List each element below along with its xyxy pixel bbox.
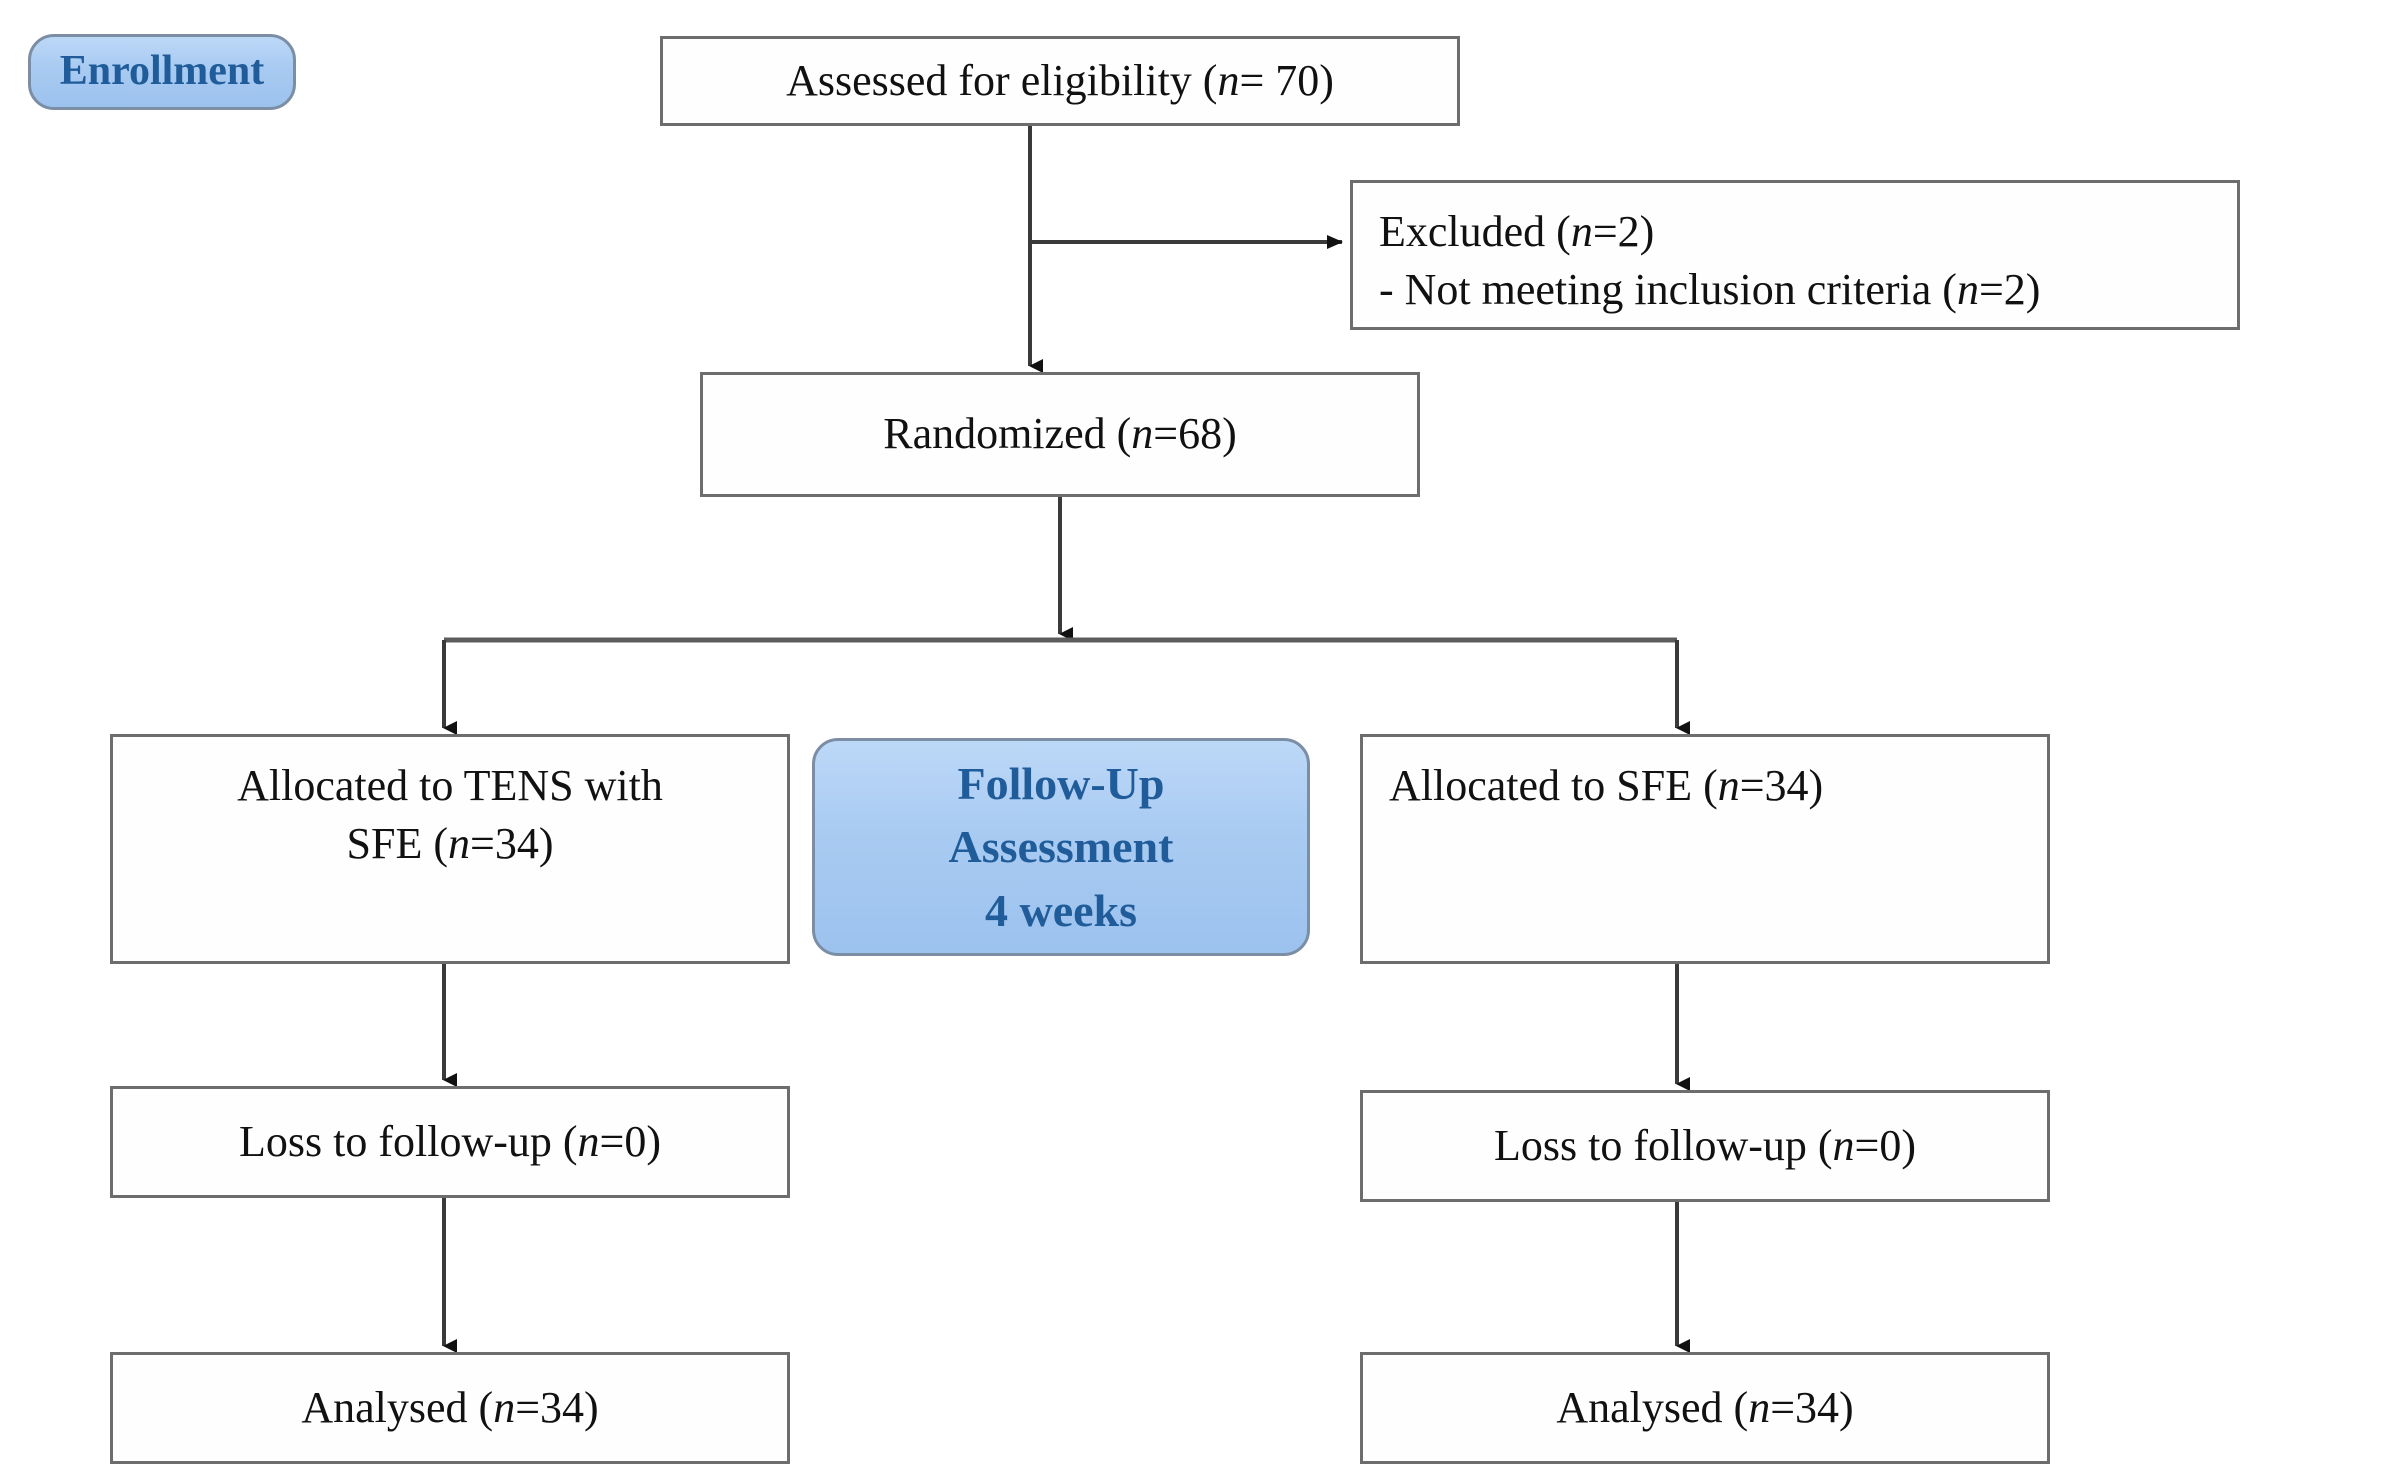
excluded-line2-n-symbol: n [1956, 265, 1979, 315]
analysed-right-text-before: Analysed ( [1556, 1382, 1749, 1432]
allocated-left-line-2: SFE (n=34) [139, 815, 761, 873]
randomized-n-symbol: n [1131, 409, 1154, 459]
allocated-left-line-1: Allocated to TENS with [237, 761, 663, 810]
node-loss-to-follow-up-left: Loss to follow-up (n=0) [110, 1086, 790, 1198]
follow-up-line-2: Assessment [948, 821, 1174, 873]
excluded-line2-before: - Not meeting inclusion criteria ( [1379, 265, 1957, 315]
randomized-text-after: =68) [1153, 409, 1237, 459]
stage-badge-enrollment-label: Enrollment [59, 48, 265, 95]
stage-badge-follow-up-assessment: Follow-Up Assessment 4 weeks [812, 738, 1310, 956]
assessed-text-after: = 70) [1239, 55, 1334, 105]
analysed-right-n-symbol: n [1748, 1382, 1771, 1432]
node-assessed-for-eligibility: Assessed for eligibility (n= 70) [660, 36, 1460, 126]
node-loss-to-follow-up-right-text: Loss to follow-up (n=0) [1363, 1117, 2047, 1175]
randomized-text-before: Randomized ( [883, 409, 1132, 459]
analysed-right-text-after: =34) [1770, 1382, 1854, 1432]
allocated-left-n-symbol: n [448, 819, 470, 869]
follow-up-line-1: Follow-Up [957, 757, 1165, 809]
allocated-left-line2-before: SFE ( [346, 819, 448, 869]
stage-badge-enrollment: Enrollment [28, 34, 296, 110]
loss-right-text-after: =0) [1854, 1120, 1916, 1170]
node-assessed-for-eligibility-text: Assessed for eligibility (n= 70) [663, 52, 1457, 110]
node-allocated-tens-with-sfe: Allocated to TENS with SFE (n=34) [110, 734, 790, 964]
node-randomized-text: Randomized (n=68) [703, 405, 1417, 463]
analysed-left-text-before: Analysed ( [301, 1382, 494, 1432]
node-excluded-text: Excluded (n=2) - Not meeting inclusion c… [1353, 183, 2237, 319]
allocated-right-text-before: Allocated to SFE ( [1389, 761, 1718, 810]
allocated-right-n-symbol: n [1717, 761, 1740, 810]
node-loss-to-follow-up-left-text: Loss to follow-up (n=0) [113, 1113, 787, 1171]
node-allocated-sfe: Allocated to SFE (n=34) [1360, 734, 2050, 964]
loss-right-n-symbol: n [1832, 1120, 1855, 1170]
excluded-line1-after: =2) [1592, 207, 1655, 256]
loss-left-text-after: =0) [599, 1116, 661, 1166]
node-analysed-right: Analysed (n=34) [1360, 1352, 2050, 1464]
node-randomized: Randomized (n=68) [700, 372, 1420, 497]
excluded-line1-before: Excluded ( [1379, 207, 1571, 256]
loss-left-n-symbol: n [577, 1116, 600, 1166]
allocated-right-text-after: =34) [1739, 761, 1824, 810]
node-analysed-left-text: Analysed (n=34) [113, 1379, 787, 1437]
assessed-text-before: Assessed for eligibility ( [786, 55, 1218, 105]
excluded-line1-n-symbol: n [1570, 207, 1593, 256]
assessed-n-symbol: n [1217, 55, 1240, 105]
node-analysed-left: Analysed (n=34) [110, 1352, 790, 1464]
node-allocated-tens-with-sfe-text: Allocated to TENS with SFE (n=34) [113, 737, 787, 873]
follow-up-line-3: 4 weeks [984, 884, 1138, 936]
node-allocated-sfe-text: Allocated to SFE (n=34) [1363, 737, 2047, 815]
analysed-left-text-after: =34) [515, 1382, 599, 1432]
excluded-line-2: - Not meeting inclusion criteria (n=2) [1379, 261, 2211, 319]
stage-badge-follow-up-text: Follow-Up Assessment 4 weeks [949, 752, 1174, 942]
node-excluded: Excluded (n=2) - Not meeting inclusion c… [1350, 180, 2240, 330]
allocated-left-line2-after: =34) [470, 819, 554, 869]
loss-left-text-before: Loss to follow-up ( [239, 1116, 578, 1166]
excluded-line2-after: =2) [1978, 265, 2041, 315]
loss-right-text-before: Loss to follow-up ( [1494, 1120, 1833, 1170]
analysed-left-n-symbol: n [493, 1382, 516, 1432]
excluded-line-1: Excluded (n=2) [1379, 203, 2211, 261]
node-analysed-right-text: Analysed (n=34) [1363, 1379, 2047, 1437]
node-loss-to-follow-up-right: Loss to follow-up (n=0) [1360, 1090, 2050, 1202]
